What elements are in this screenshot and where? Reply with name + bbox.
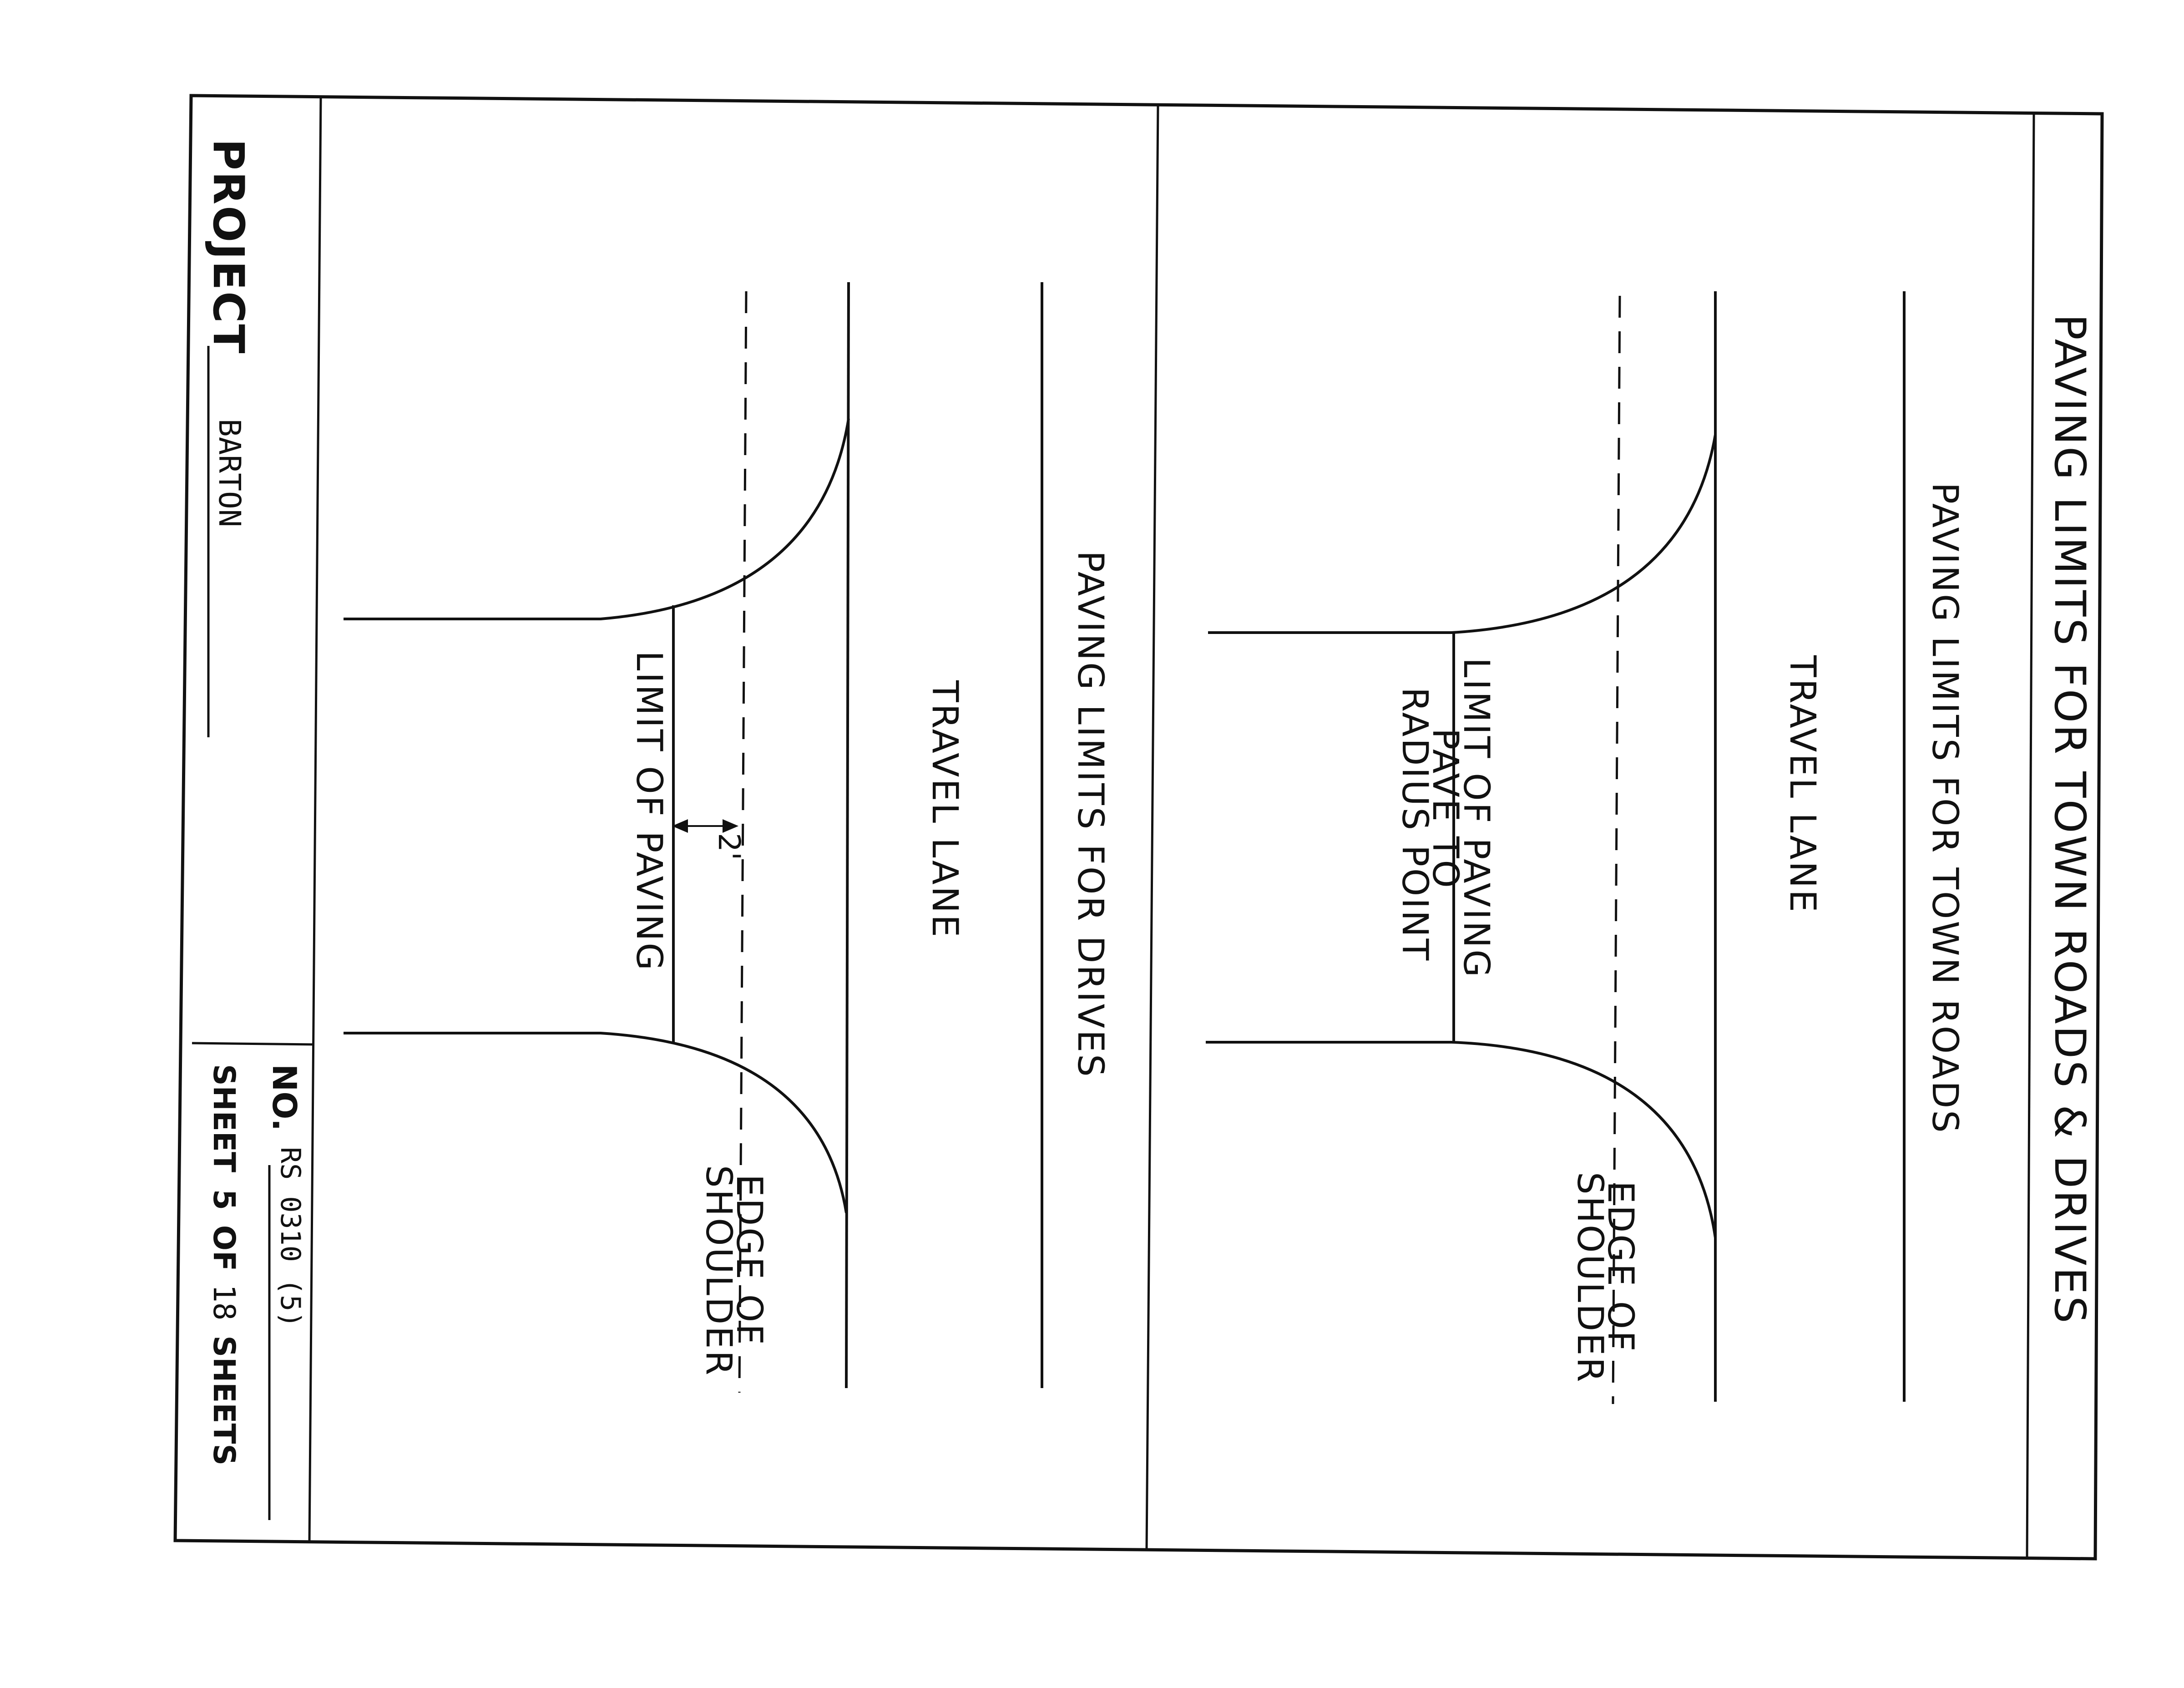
drives-dimension	[672, 819, 739, 833]
drives-edge-of-label: EDGE OF	[728, 1174, 769, 1346]
sheet-title: PAVING LIMITS FOR TOWN ROADS & DRIVES	[2045, 314, 2094, 1325]
project-label: PROJECT	[203, 139, 253, 355]
drives-travel-lane-label: TRAVEL LANE	[924, 680, 965, 939]
town-roads-edge-of-shoulder-line	[1612, 295, 1621, 1404]
panel-dividers	[192, 96, 2035, 1558]
no-label: NO.	[265, 1064, 303, 1131]
drives-dimension-arrow-left	[672, 819, 688, 833]
center-divider	[1145, 104, 1159, 1550]
town-roads-edge-of-label: EDGE OF	[1600, 1181, 1641, 1353]
town-roads-linework	[1206, 291, 1906, 1402]
title-block-divider	[308, 96, 322, 1542]
town-roads-upper-radius	[1208, 434, 1717, 634]
town-roads-shoulder-label: SHOULDER	[1569, 1172, 1610, 1384]
town-roads-pave-to-label: PAVE TO	[1425, 728, 1466, 890]
sheets-label: SHEETS	[207, 1336, 242, 1466]
sheet-label: SHEET	[207, 1064, 242, 1172]
town-roads-radius-point-label: RADIUS POINT	[1394, 687, 1435, 962]
no-value: RS 0310 (5)	[274, 1147, 306, 1328]
sheet-number: 5	[207, 1189, 242, 1210]
sheet-border	[173, 94, 2104, 1561]
drives-dimension-label: 2'	[712, 833, 747, 860]
town-roads-travel-lane-label: TRAVEL LANE	[1782, 655, 1823, 914]
town-roads-lower-radius	[1206, 1041, 1717, 1238]
title-strip-divider	[2026, 112, 2035, 1558]
town-roads-limit-of-paving-label: LIMIT OF PAVING	[1456, 658, 1496, 979]
town-roads-heading: PAVING LIMITS FOR TOWN ROADS	[1924, 482, 1965, 1135]
title-block-split	[192, 1042, 314, 1046]
drives-panel: PAVING LIMITS FOR DRIVES TRAVEL LANE LIM…	[344, 282, 1111, 1393]
total-sheets: 18	[207, 1284, 242, 1320]
project-name: BARTON	[212, 419, 247, 527]
drives-linework	[344, 282, 1043, 1389]
drives-dimension-arrow-right	[723, 819, 739, 833]
drives-upper-radius	[344, 418, 850, 620]
town-roads-panel: PAVING LIMITS FOR TOWN ROADS TRAVEL LANE…	[1206, 291, 1965, 1404]
title-block: PROJECT BARTON NO. RS 0310 (5) SHEET 5 O…	[203, 139, 306, 1465]
svg-text:SHEET 5 OF: SHEET 5 OF 18 SHEETS	[207, 1064, 242, 1465]
drives-lower-radius	[344, 1032, 848, 1213]
of-label: OF	[207, 1225, 242, 1271]
drives-shoulder-label: SHOULDER	[698, 1165, 739, 1377]
drives-near-road-edge	[845, 282, 850, 1389]
drives-heading: PAVING LIMITS FOR DRIVES	[1070, 551, 1111, 1079]
sheet-count: SHEET 5 OF 18 SHEETS	[207, 1064, 242, 1465]
drives-edge-of-shoulder-line	[738, 291, 748, 1393]
drives-limit-of-paving-label: LIMIT OF PAVING	[628, 651, 669, 972]
